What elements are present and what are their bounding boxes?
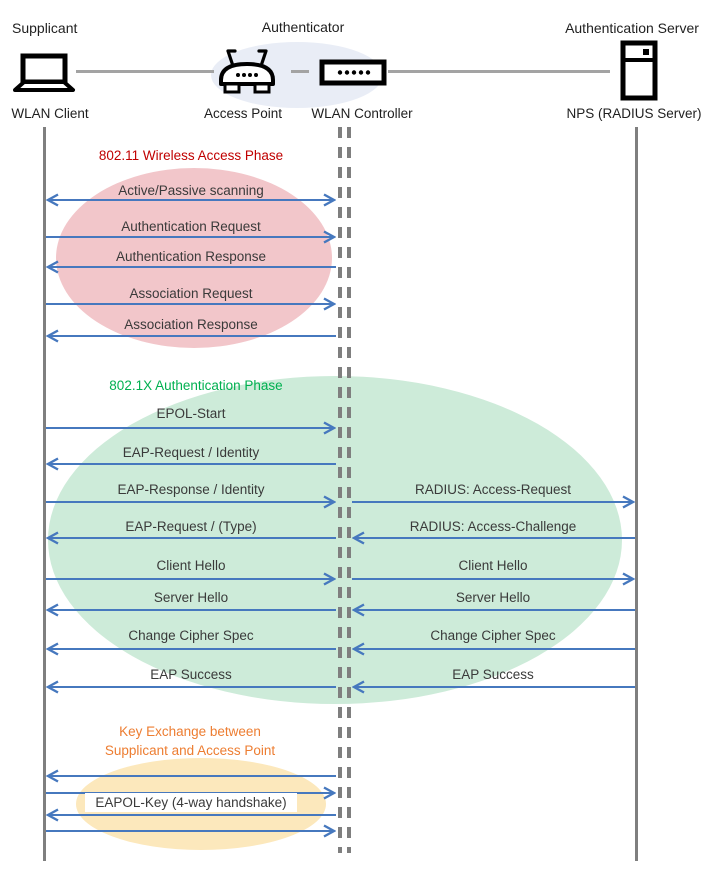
message-arrow-right (352, 572, 635, 586)
message-label: RADIUS: Access-Request (414, 482, 572, 497)
message-arrow-right (352, 495, 635, 509)
link-wlc-server (388, 70, 610, 73)
role-authenticator: Authenticator (261, 19, 345, 35)
phase3-title-line2: Supplicant and Access Point (104, 743, 276, 758)
message-arrow-left (46, 680, 336, 694)
lifeline-wlan-client (43, 127, 46, 861)
message-arrow-left (46, 603, 336, 617)
message-arrow-left (46, 457, 336, 471)
lifeline-nps-server (635, 127, 638, 861)
message-label: EAP-Request / (Type) (125, 519, 257, 534)
phase3-title: Key Exchange between Supplicant and Acce… (40, 722, 340, 760)
message-arrow-right (46, 572, 336, 586)
message-label: Active/Passive scanning (118, 183, 264, 198)
message-arrow-right (46, 824, 336, 838)
message-label: Server Hello (153, 590, 229, 605)
role-supplicant: Supplicant (12, 20, 78, 36)
message-arrow-right (46, 297, 336, 311)
wlan-controller-icon (319, 59, 387, 86)
laptop-icon (12, 53, 76, 95)
message-arrow-left (46, 329, 336, 343)
message-arrow-left (46, 531, 336, 545)
message-label: Association Response (124, 317, 258, 332)
message-label: Change Cipher Spec (430, 628, 556, 643)
message-label: EAPOL-Key (4-way handshake) (51, 793, 331, 812)
message-arrow-both (46, 193, 336, 207)
message-label: Authentication Response (115, 249, 267, 264)
message-label: EPOL-Start (156, 406, 226, 421)
lifeline-wlan-controller-dash-1 (338, 127, 342, 853)
message-arrow-left (352, 680, 635, 694)
device-label-access-point: Access Point (203, 106, 283, 121)
message-arrow-left (352, 531, 635, 545)
device-label-wlan-client: WLAN Client (11, 106, 89, 121)
phase3-title-line1: Key Exchange between (119, 724, 261, 739)
phase1-ellipse (56, 168, 332, 348)
message-label: EAP Success (452, 667, 534, 682)
lifeline-wlan-controller-dash-2 (347, 127, 351, 853)
message-label: Server Hello (455, 590, 531, 605)
message-arrow-left (352, 603, 635, 617)
message-label: EAP-Response / Identity (117, 482, 265, 497)
message-label: EAP-Request / Identity (122, 445, 260, 460)
message-label: Authentication Request (121, 219, 261, 234)
phase1-title: 802.11 Wireless Access Phase (98, 148, 284, 163)
message-label: Client Hello (156, 558, 226, 573)
access-point-icon (215, 47, 279, 97)
message-label: Association Request (129, 286, 253, 301)
device-label-wlan-controller: WLAN Controller (311, 106, 413, 121)
message-arrow-left (46, 769, 336, 783)
message-label: Client Hello (458, 558, 528, 573)
link-client-ap (76, 70, 214, 73)
message-arrow-left (46, 260, 336, 274)
device-label-nps-radius-server: NPS (RADIUS Server) (566, 106, 702, 121)
server-icon (620, 40, 658, 101)
message-arrow-right (46, 230, 336, 244)
phase2-title: 802.1X Authentication Phase (109, 378, 283, 393)
message-arrow-right (46, 421, 336, 435)
message-arrow-left (46, 642, 336, 656)
message-arrow-right (46, 495, 336, 509)
link-ap-wlc (291, 70, 309, 73)
message-arrow-left (352, 642, 635, 656)
message-arrow-left (46, 808, 336, 822)
message-label: Change Cipher Spec (128, 628, 254, 643)
role-authentication-server: Authentication Server (565, 20, 699, 36)
message-label: EAP Success (150, 667, 232, 682)
message-label: RADIUS: Access-Challenge (409, 519, 577, 534)
